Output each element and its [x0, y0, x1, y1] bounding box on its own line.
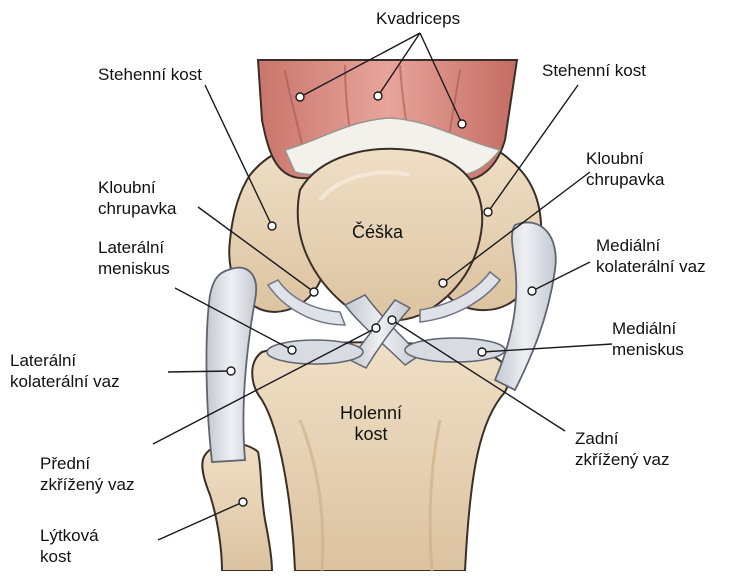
label-quadriceps: Kvadriceps: [376, 8, 460, 29]
label-lateral-collateral-line1: Laterální: [10, 350, 120, 371]
lateral-collateral-ligament: [206, 268, 256, 462]
label-lateral-collateral: Laterální kolaterální vaz: [10, 350, 120, 392]
label-posterior-cruciate: Zadní zkřížený vaz: [575, 428, 669, 470]
label-posterior-cruciate-line1: Zadní: [575, 428, 669, 449]
label-fibula-line1: Lýtková: [40, 525, 99, 546]
label-tibia: Holenní kost: [340, 403, 402, 445]
label-femur-right: Stehenní kost: [542, 60, 646, 81]
label-cartilage-right: Kloubní chrupavka: [586, 148, 664, 190]
label-anterior-cruciate: Přední zkřížený vaz: [40, 453, 134, 495]
label-anterior-cruciate-line2: zkřížený vaz: [40, 474, 134, 495]
label-posterior-cruciate-line2: zkřížený vaz: [575, 449, 669, 470]
label-medial-collateral-line2: kolaterální vaz: [596, 256, 706, 277]
label-anterior-cruciate-line1: Přední: [40, 453, 134, 474]
label-lateral-meniscus-line2: meniskus: [98, 258, 170, 279]
label-femur-left: Stehenní kost: [98, 64, 202, 85]
label-lateral-collateral-line2: kolaterální vaz: [10, 371, 120, 392]
label-lateral-meniscus: Laterální meniskus: [98, 237, 170, 279]
label-cartilage-right-line1: Kloubní: [586, 148, 664, 169]
label-tibia-line1: Holenní: [340, 403, 402, 424]
label-medial-meniscus-line1: Mediální: [612, 318, 684, 339]
label-cartilage-left-line2: chrupavka: [98, 198, 176, 219]
label-medial-collateral: Mediální kolaterální vaz: [596, 235, 706, 277]
label-fibula: Lýtková kost: [40, 525, 99, 567]
label-medial-meniscus: Mediální meniskus: [612, 318, 684, 360]
label-medial-meniscus-line2: meniskus: [612, 339, 684, 360]
label-patella: Čéška: [352, 222, 403, 243]
label-fibula-line2: kost: [40, 546, 99, 567]
label-tibia-line2: kost: [340, 424, 402, 445]
label-lateral-meniscus-line1: Laterální: [98, 237, 170, 258]
medial-meniscus: [405, 338, 505, 362]
label-cartilage-right-line2: chrupavka: [586, 169, 664, 190]
tibia-bone: [252, 342, 509, 571]
label-cartilage-left-line1: Kloubní: [98, 177, 176, 198]
label-cartilage-left: Kloubní chrupavka: [98, 177, 176, 219]
label-medial-collateral-line1: Mediální: [596, 235, 706, 256]
